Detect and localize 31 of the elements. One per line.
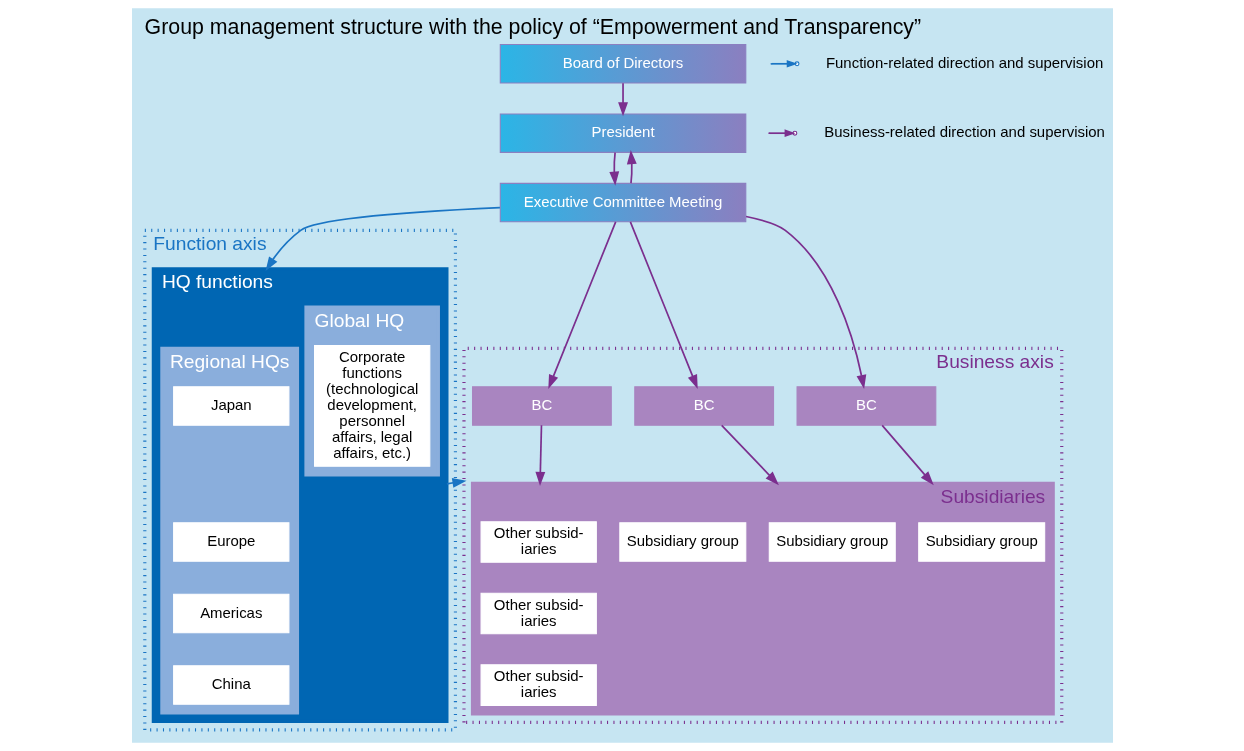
arrow [744,215,866,390]
legend-label: Function-related direction and supervision [825,53,1103,71]
node-box: BC [796,386,936,426]
node-box: BC [471,386,612,426]
arrow [445,478,467,488]
node-box: Corporate functions (technological development, personnel affairs, legal affairs, etc.) [313,345,430,467]
arrow [608,151,619,186]
arrow [617,82,628,117]
node-box: China [172,665,289,705]
diagram-title: Group management structure with the policy of “Empowerment and Transparency” [144,14,921,39]
node-box: Subsidiary group [618,522,746,562]
node-box: Executive Committee Meeting [499,182,746,223]
node-box: Other subsid- iaries [480,664,597,706]
arrow [534,424,545,486]
node-box: President [499,113,746,153]
node-box: Europe [172,522,289,562]
legend-label: Business-related direction and supervision [823,123,1105,141]
node-box: Board of Directors [499,44,746,84]
node-box: Other subsid- iaries [480,592,597,635]
node-box: Subsidiary group [768,522,896,562]
node-box: Americas [172,593,289,634]
arrow [720,424,779,486]
arrow [626,150,637,184]
node-box: Subsidiary group [917,522,1045,562]
node-box: BC [633,386,774,426]
arrow [265,206,501,271]
arrow [880,424,934,486]
node-box: Other subsid- iaries [480,521,597,563]
arrow [547,221,617,389]
node-box: Japan [172,386,289,426]
arrow [629,221,698,389]
